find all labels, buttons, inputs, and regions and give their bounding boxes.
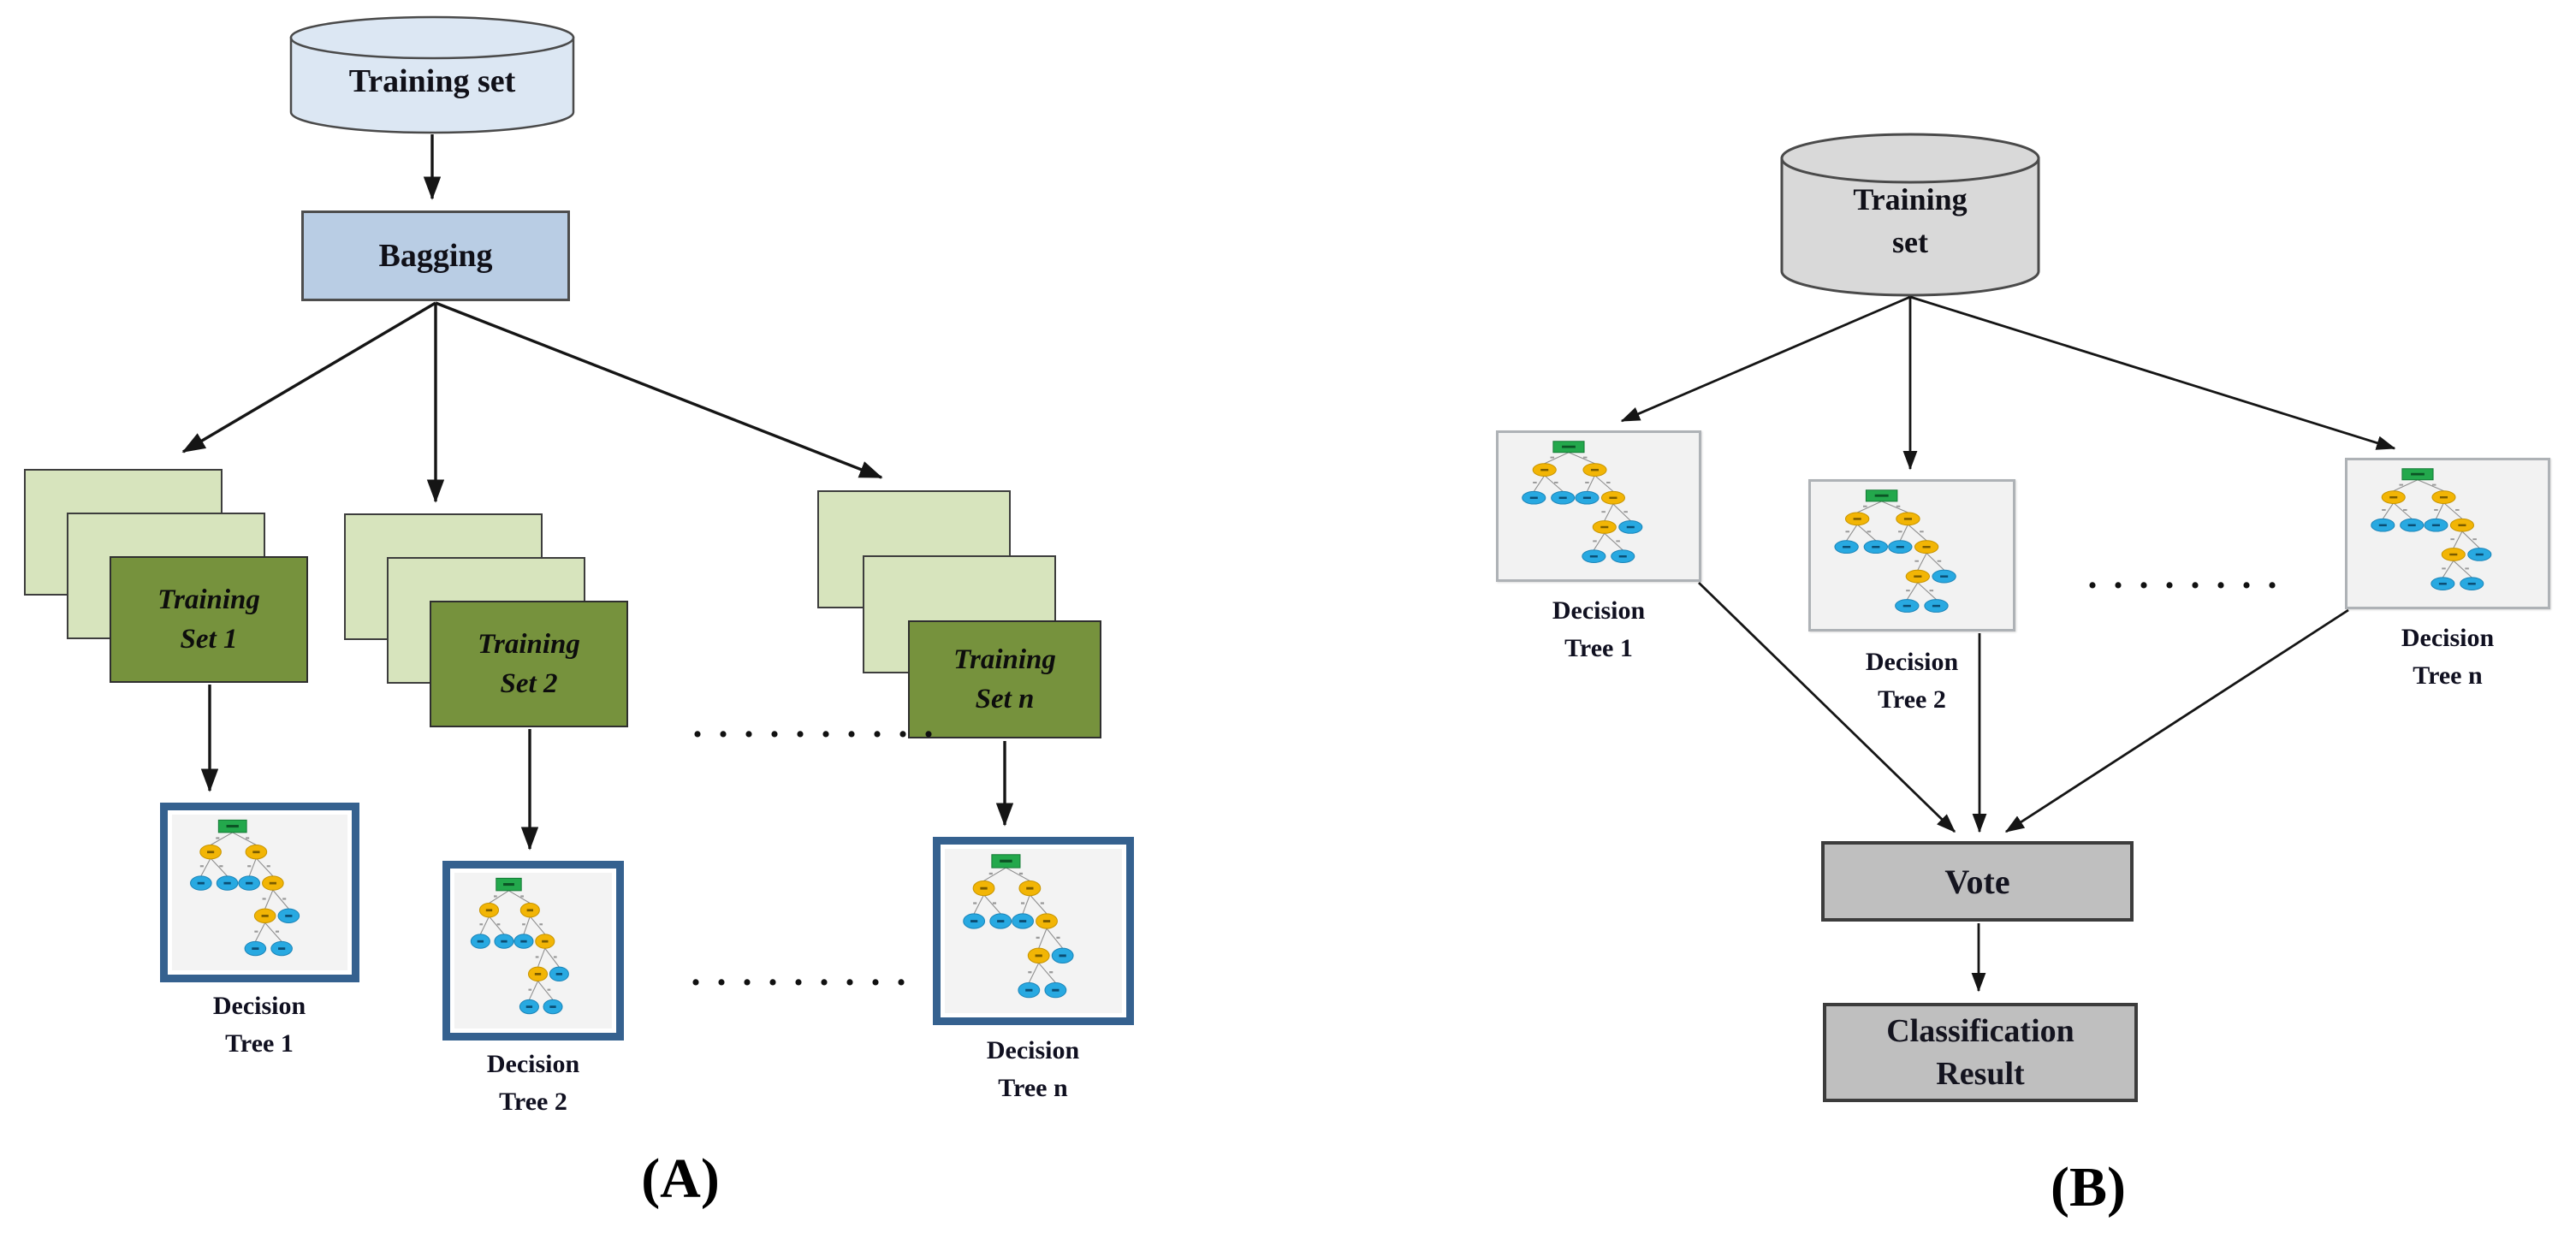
training-set-n-line2: Set n	[975, 684, 1035, 714]
decision-tree-2-label-b: Decision Tree 2	[1866, 643, 1958, 719]
cylinder-b-label: Training set	[1782, 178, 2039, 264]
vote-box: Vote	[1821, 841, 2134, 922]
dt2a-line2: Tree 2	[499, 1088, 567, 1116]
training-set-1-line1: Training	[157, 584, 260, 615]
dt1a-line2: Tree 1	[225, 1029, 294, 1058]
decision-tree-n-thumbnail	[945, 849, 1122, 1013]
training-set-1-line2: Set 1	[180, 624, 238, 655]
decision-tree-1-box-a	[160, 803, 359, 982]
caption-a: (A)	[641, 1147, 720, 1210]
decision-tree-2-box-a	[442, 861, 624, 1041]
decision-tree-1-thumbnail	[172, 815, 347, 970]
dt1a-line1: Decision	[212, 992, 306, 1020]
dt1b-line2: Tree 1	[1564, 634, 1633, 662]
decision-tree-n-box-b	[2345, 458, 2550, 609]
decision-tree-1-label-a: Decision Tree 1	[213, 987, 306, 1063]
dt1b-line1: Decision	[1552, 596, 1646, 625]
bagging-box: Bagging	[301, 210, 570, 301]
decision-tree-2-thumbnail-b	[1814, 485, 2009, 626]
training-set-n-line1: Training	[953, 644, 1056, 675]
dtnb-line1: Decision	[2401, 624, 2495, 652]
caption-b: (B)	[2051, 1156, 2126, 1218]
bagging-label: Bagging	[378, 238, 493, 274]
dtnb-line2: Tree n	[2413, 661, 2483, 690]
decision-tree-1-box-b	[1496, 430, 1701, 582]
cyl-b-line1: Training	[1853, 182, 1968, 216]
cylinder-a-label: Training set	[348, 63, 516, 99]
decision-tree-2-label-a: Decision Tree 2	[487, 1046, 579, 1121]
stack1-card-front: Training Set 1	[110, 556, 308, 683]
decision-tree-n-label-a: Decision Tree n	[987, 1032, 1079, 1107]
decision-tree-2-thumbnail	[454, 873, 612, 1029]
panel-a-arrows	[181, 134, 1014, 851]
decision-tree-n-box-a	[933, 837, 1134, 1025]
dots-row-trees: . . . . . . . . .	[691, 952, 910, 993]
decision-tree-1-label-b: Decision Tree 1	[1552, 592, 1645, 667]
stack2-card-front: Training Set 2	[430, 601, 628, 727]
dt2a-line1: Decision	[486, 1050, 580, 1078]
training-set-cylinder-a	[289, 15, 575, 134]
stackn-card-front: Training Set n	[908, 620, 1101, 738]
result-line1: Classification	[1886, 1013, 2074, 1049]
training-set-2-line2: Set 2	[500, 668, 558, 699]
dtna-line2: Tree n	[998, 1074, 1068, 1102]
decision-tree-2-box-b	[1808, 479, 2015, 631]
dots-row-trees-b: . . . . . . . .	[2087, 554, 2281, 596]
decision-tree-n-thumbnail-b	[2351, 464, 2544, 603]
panel-b-arrows	[1620, 295, 2396, 993]
dots-row-sets: . . . . . . . . . .	[692, 703, 937, 745]
classification-result-box: Classification Result	[1823, 1003, 2138, 1102]
result-line2: Result	[1936, 1056, 2025, 1092]
training-set-cylinder-b	[1780, 133, 2040, 297]
dt2b-line1: Decision	[1865, 648, 1959, 676]
vote-label: Vote	[1944, 862, 2010, 901]
dt2b-line2: Tree 2	[1878, 685, 1946, 714]
decision-tree-1-thumbnail-b	[1502, 436, 1695, 576]
training-set-2-line1: Training	[478, 629, 580, 660]
dtna-line1: Decision	[986, 1036, 1080, 1064]
decision-tree-n-label-b: Decision Tree n	[2401, 620, 2494, 695]
cyl-b-line2: set	[1892, 225, 1928, 259]
